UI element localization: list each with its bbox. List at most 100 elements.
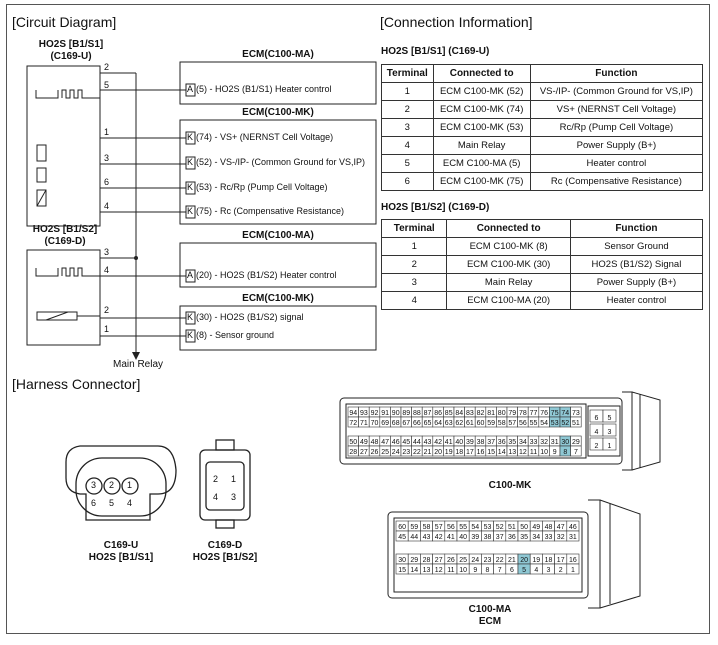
signal-label: (20) - HO2S (B1/S2) Heater control	[196, 270, 337, 280]
mk-pin-label: 67	[402, 420, 410, 427]
ma-pin-cell	[566, 530, 580, 542]
ma-pin-label: 37	[496, 534, 504, 541]
ma-pin-label: 49	[532, 524, 540, 531]
ma-pin-label: 33	[545, 534, 553, 541]
mk-pin-label: 60	[477, 420, 485, 427]
mk-pin-label: 74	[561, 410, 569, 417]
mk-pin-label: 86	[434, 410, 442, 417]
ma-pin-label: 17	[557, 557, 565, 564]
signal-label: (8) - Sensor ground	[196, 330, 275, 340]
mk-pin-label: 73	[572, 410, 580, 417]
ma-pin-label: 27	[435, 557, 443, 564]
mk-pin-label: 85	[445, 410, 453, 417]
sensor2-pin-2: 2	[104, 305, 110, 315]
ma-pin-cell	[566, 563, 580, 575]
pin-letter: K	[187, 206, 194, 216]
ecm-header-2: ECM(C100-MK)	[242, 107, 314, 118]
sensor1-pin-5: 5	[104, 80, 110, 90]
mk-pin-label: 83	[466, 410, 474, 417]
table-cell: Rc (Compensative Resistance)	[529, 172, 704, 191]
page-frame	[6, 4, 710, 634]
ma-pin-label: 51	[508, 524, 516, 531]
mk-pin-label: 47	[381, 439, 389, 446]
sensor1-pin-6: 6	[104, 177, 110, 187]
mk-pin-label: 11	[530, 449, 537, 456]
mk-pin-label: 37	[487, 439, 495, 446]
ma-pin-label: 8	[486, 567, 490, 574]
ma-pin-label: 24	[471, 557, 479, 564]
ma-pin-label: 2	[559, 567, 563, 574]
mk-pin-label: 21	[424, 449, 432, 456]
main-relay-label: Main Relay	[113, 359, 164, 370]
ecm-box-2	[179, 119, 377, 225]
signal-label: (53) - Rc/Rp (Pump Cell Voltage)	[196, 182, 328, 192]
ma-pin-label: 4	[534, 567, 538, 574]
mk-pin-label: 15	[487, 449, 495, 456]
connection-info-heading: [Connection Information]	[380, 14, 533, 30]
sensor1-connector: (C169-U)	[50, 51, 92, 62]
mk-pin-label: 66	[413, 420, 421, 427]
ecm-box-3	[179, 242, 377, 288]
mk-pin-label: 29	[572, 439, 580, 446]
sensor2-pin-3: 3	[104, 247, 110, 257]
ma-pin-label: 9	[473, 567, 477, 574]
mk-pin-label: 10	[540, 449, 548, 456]
mk-pin-label: 31	[551, 439, 559, 446]
ma-pin-label: 12	[435, 567, 443, 574]
ma-pin-label: 15	[398, 567, 406, 574]
mk-pin-label: 25	[381, 449, 389, 456]
mk-pin-cell	[570, 416, 582, 428]
pin-letter: K	[187, 330, 194, 340]
mk-pin-label: 52	[561, 420, 569, 427]
mk-pin-label: 87	[424, 410, 432, 417]
c169u-pin: 2	[109, 480, 115, 490]
table2-title: HO2S [B1/S2] (C169-D)	[381, 202, 490, 213]
ma-pin-label: 38	[484, 534, 492, 541]
mk-pin-label: 76	[540, 410, 548, 417]
ma-pin-label: 5	[522, 567, 526, 574]
sensor1-pin-2: 2	[104, 62, 110, 72]
mk-pin-label: 53	[551, 420, 559, 427]
harness-connector-heading: [Harness Connector]	[12, 376, 141, 392]
mk-pin-label: 57	[508, 420, 516, 427]
ma-pin-label: 59	[410, 524, 418, 531]
mk-pin-label: 89	[402, 410, 410, 417]
sensor2-title: HO2S [B1/S2]	[32, 224, 98, 235]
ma-pin-label: 11	[447, 567, 454, 574]
pin-letter: K	[187, 182, 194, 192]
mk-pin-label: 88	[413, 410, 421, 417]
sensor2-box	[26, 249, 101, 346]
sensor2-pin-1: 1	[104, 324, 110, 334]
mk-pin-label: 94	[349, 410, 357, 417]
ma-pin-label: 19	[532, 557, 540, 564]
ma-pin-label: 53	[484, 524, 492, 531]
ecm-label: ECM	[478, 616, 502, 627]
ma-pin-label: 32	[557, 534, 565, 541]
c169u-label: C169-U	[103, 540, 139, 551]
c100ma-connector	[387, 499, 641, 609]
sensor1-pin-3: 3	[104, 153, 110, 163]
ma-pin-label: 23	[484, 557, 492, 564]
c169d-pin: 2	[213, 474, 219, 484]
ma-pin-label: 3	[547, 567, 551, 574]
ma-pin-label: 25	[459, 557, 467, 564]
mk-pin-label: 32	[540, 439, 548, 446]
mk-pin-label: 34	[519, 439, 527, 446]
mk-pin-label: 30	[561, 439, 569, 446]
mk-pin-label: 65	[424, 420, 432, 427]
ma-pin-label: 52	[496, 524, 504, 531]
table-cell: 4	[380, 291, 448, 310]
mk-pin-label: 20	[434, 449, 442, 456]
ma-pin-label: 28	[423, 557, 431, 564]
ecm-header-4: ECM(C100-MK)	[242, 293, 314, 304]
ma-pin-label: 46	[569, 524, 577, 531]
mk-pin-label: 64	[434, 420, 442, 427]
mk-pin-label: 24	[392, 449, 400, 456]
mk-pin-label: 16	[477, 449, 485, 456]
mk-pin-label: 70	[371, 420, 379, 427]
